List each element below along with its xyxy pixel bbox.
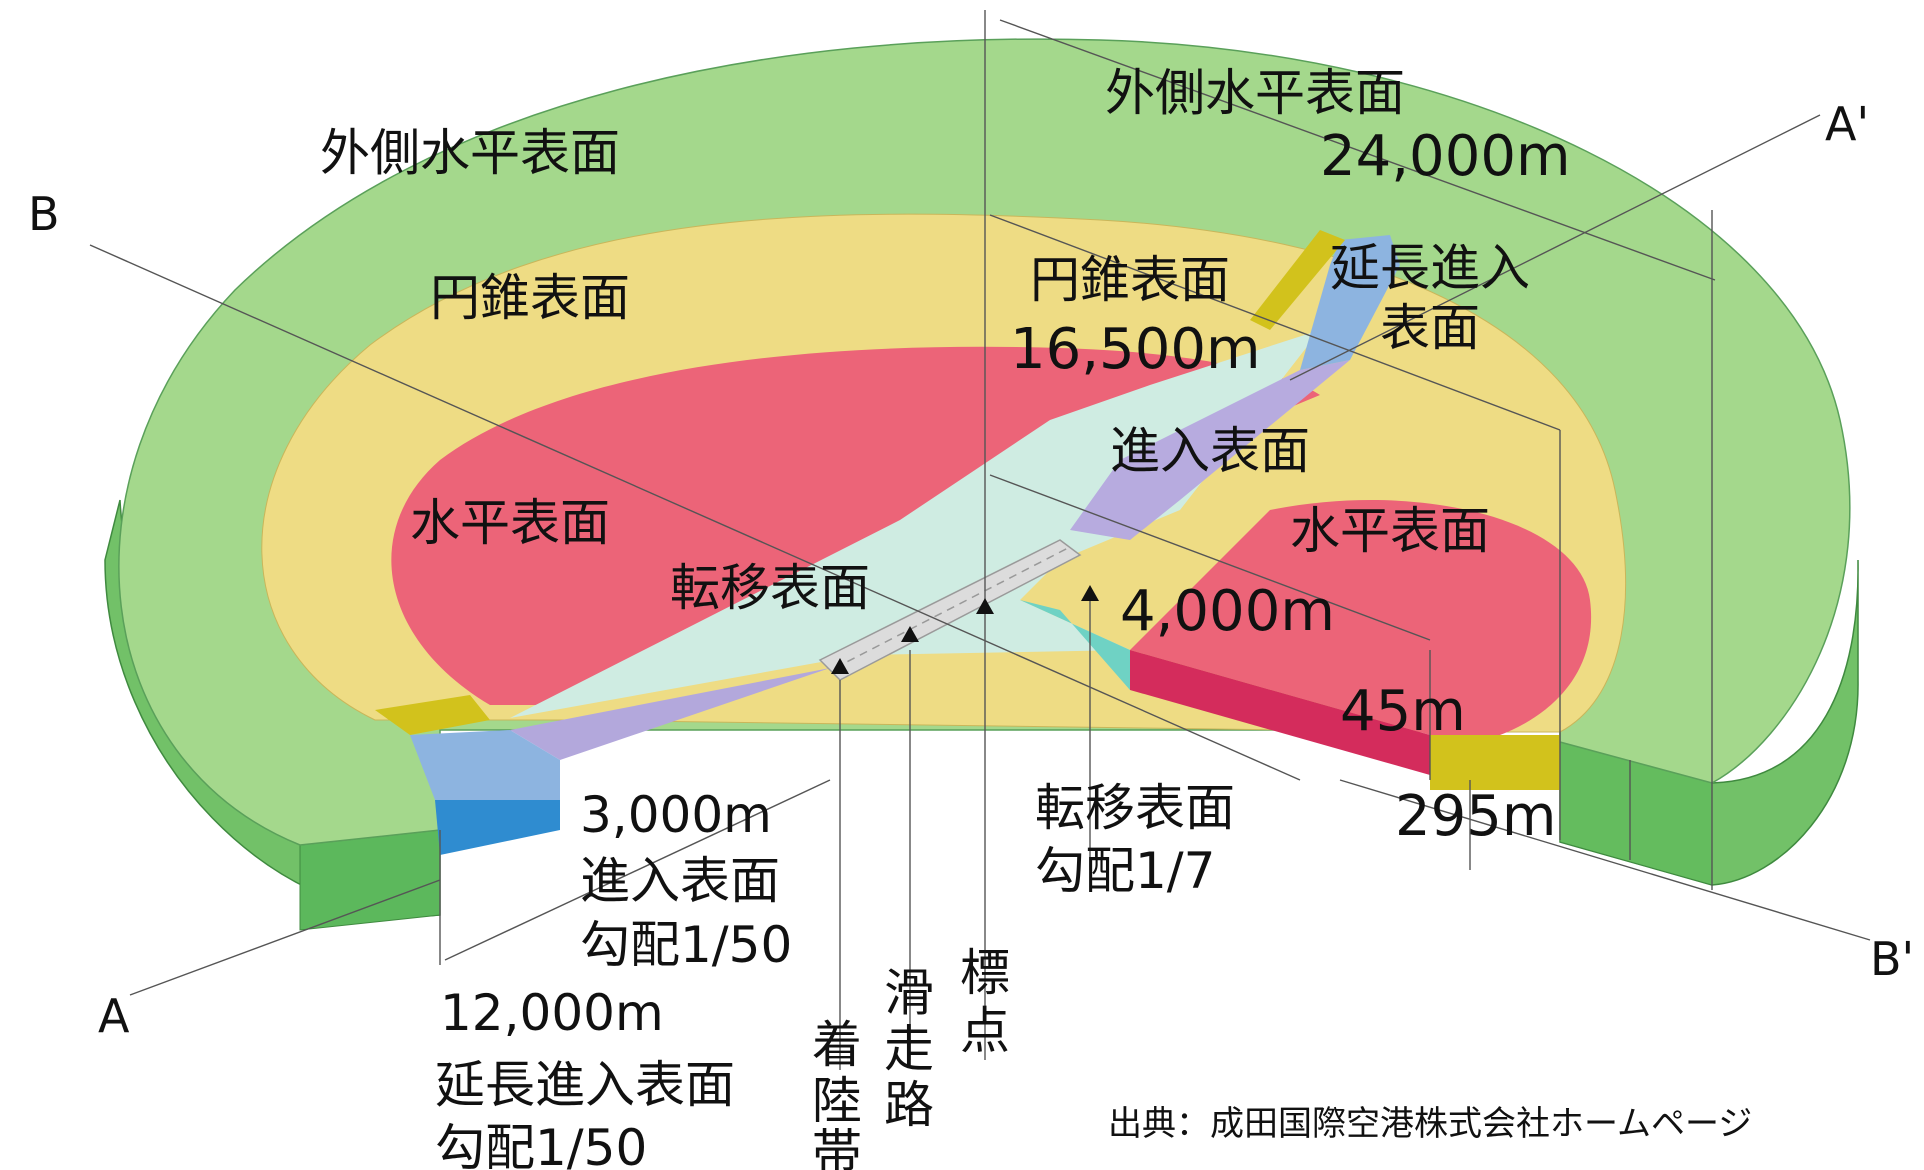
guide-lines (89, 10, 1871, 1070)
svg-text:着: 着 (812, 1016, 862, 1074)
section-label-b: B (28, 187, 60, 241)
conical-olive-left (375, 695, 490, 735)
transitional-grade-annotation: 勾配1/7 (1035, 842, 1215, 900)
dimension-12000m: 12,000m (440, 984, 664, 1042)
conical-label-right: 円錐表面 (1030, 251, 1230, 309)
landing-zone-label: 着 陸 帯 (812, 1016, 862, 1170)
outer-horizontal-label-left: 外側水平表面 (320, 124, 620, 182)
approach-grade-annotation: 勾配1/50 (580, 916, 792, 974)
horizontal-side-wall-right (1130, 650, 1430, 775)
section-label-a: A (98, 989, 130, 1043)
dimension-3000m: 3,000m (580, 786, 772, 844)
extended-approach-label-1: 延長進入 (1330, 239, 1530, 297)
approach-surface-annotation: 進入表面 (580, 852, 780, 910)
transitional-surface-annotation: 転移表面 (1035, 779, 1235, 837)
dimension-16500m: 16,500m (1010, 317, 1261, 382)
extended-approach-lower (410, 730, 560, 800)
svg-text:点: 点 (960, 1002, 1010, 1060)
conical-label-left: 円錐表面 (430, 269, 630, 327)
svg-text:帯: 帯 (812, 1124, 862, 1170)
horizontal-label-left: 水平表面 (410, 494, 610, 552)
dimension-45m: 45m (1340, 679, 1466, 744)
runway-label: 滑 走 路 (884, 964, 934, 1134)
transitional-surface (510, 330, 1320, 718)
outer-front-left-wall (299, 829, 441, 931)
svg-text:走: 走 (884, 1020, 934, 1078)
extended-approach-grade: 勾配1/50 (435, 1119, 647, 1170)
runway-centerline (834, 546, 1071, 669)
transitional-label: 転移表面 (670, 559, 870, 617)
extended-approach-upper (1300, 235, 1400, 370)
reference-point-label: 標 点 (960, 944, 1010, 1060)
section-label-a-prime: A' (1825, 97, 1869, 151)
reference-point-marker (976, 598, 994, 614)
svg-text:標: 標 (960, 944, 1010, 1002)
transitional-surface-right-tip (1020, 600, 1130, 690)
dimension-295m: 295m (1395, 784, 1556, 849)
horizontal-label-right: 水平表面 (1290, 502, 1490, 560)
landing-zone-marker (831, 658, 849, 674)
runway-marker (901, 626, 919, 642)
extended-approach-label-2: 表面 (1380, 299, 1480, 357)
svg-text:路: 路 (884, 1076, 934, 1134)
dimension-4000m: 4,000m (1120, 579, 1335, 644)
svg-text:滑: 滑 (884, 964, 934, 1022)
transitional-marker (1081, 585, 1099, 601)
section-label-b-prime: B' (1870, 932, 1914, 986)
extended-approach-side (435, 800, 560, 855)
extended-approach-annotation: 延長進入表面 (435, 1056, 735, 1114)
horizontal-surface-right (1130, 500, 1592, 735)
approach-surface-label: 進入表面 (1110, 422, 1310, 480)
outer-horizontal-label-right: 外側水平表面 (1105, 64, 1405, 122)
dimension-24000m: 24,000m (1320, 124, 1571, 189)
conical-olive-right (1250, 230, 1345, 330)
svg-text:陸: 陸 (812, 1072, 862, 1130)
approach-surface-upper (1070, 360, 1350, 540)
conical-side-wall-right (1430, 735, 1560, 790)
approach-surface (510, 668, 830, 760)
source-credit: 出典：成田国際空港株式会社ホームページ (1108, 1104, 1752, 1144)
